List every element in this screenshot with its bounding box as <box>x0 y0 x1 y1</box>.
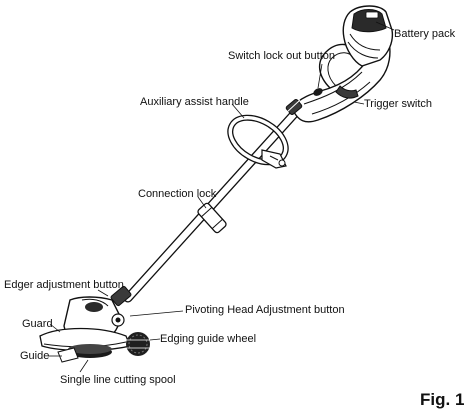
connection-lock-collar <box>197 202 227 234</box>
lower-head <box>39 285 150 363</box>
label-switch-lock-out-button: Switch lock out button <box>228 50 336 62</box>
label-single-line-cutting-spool: Single line cutting spool <box>60 374 176 386</box>
label-connection-lock: Connection lock <box>138 188 217 200</box>
label-guard: Guard <box>22 318 53 330</box>
leader-lines <box>48 21 395 373</box>
auxiliary-handle <box>227 114 289 169</box>
label-auxiliary-assist-handle: Auxiliary assist handle <box>140 96 249 108</box>
label-trigger-switch: Trigger switch <box>364 98 433 110</box>
figure-label: Fig. 1 <box>420 390 465 409</box>
label-edging-guide-wheel: Edging guide wheel <box>160 333 257 345</box>
label-guide: Guide <box>20 350 50 362</box>
label-pivoting-head-adjustment-button: Pivoting Head Adjustment button <box>185 304 345 316</box>
rear-handle <box>285 36 391 123</box>
label-edger-adjustment-button: Edger adjustment button <box>4 279 124 291</box>
label-battery-pack: Battery pack <box>394 28 456 40</box>
main-shaft <box>123 107 301 303</box>
battery-pack <box>342 5 394 67</box>
